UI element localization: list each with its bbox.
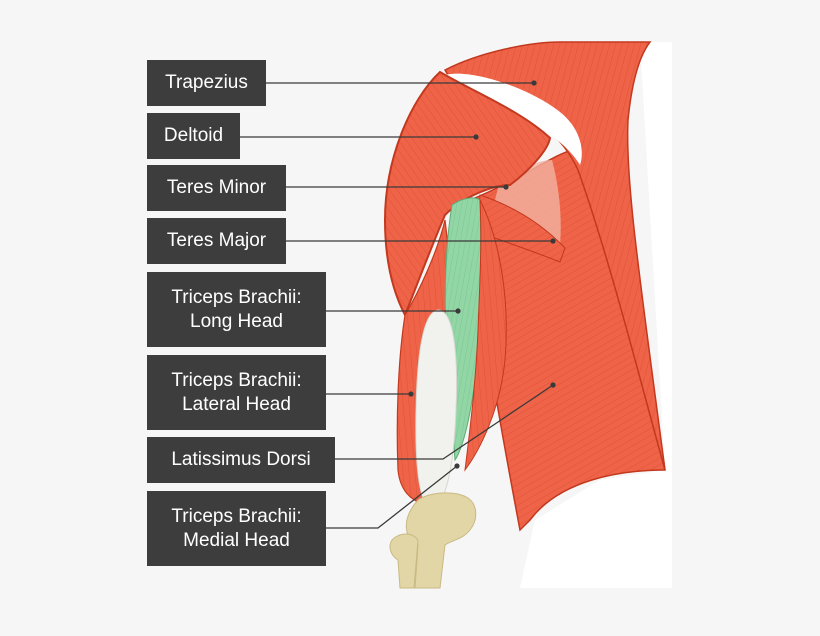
label-teres-major-text: Teres Major xyxy=(166,230,267,251)
label-teres-minor-text: Teres Minor xyxy=(166,177,267,198)
label-triceps-lateral-head-line2: Lateral Head xyxy=(182,393,291,415)
label-triceps-long-head-line2: Long Head xyxy=(190,310,283,332)
label-deltoid: Deltoid xyxy=(147,113,240,159)
leader-triceps-medial-head xyxy=(326,465,458,529)
label-triceps-medial-head: Triceps Brachii: Medial Head xyxy=(147,491,326,566)
label-triceps-lateral-head: Triceps Brachii: Lateral Head xyxy=(147,355,326,430)
label-deltoid-text: Deltoid xyxy=(163,125,224,146)
label-triceps-medial-head-line1: Triceps Brachii: xyxy=(171,505,302,527)
label-latissimus-dorsi-text: Latissimus Dorsi xyxy=(171,449,311,470)
label-teres-minor: Teres Minor xyxy=(147,165,286,211)
label-triceps-long-head-line1: Triceps Brachii: xyxy=(171,286,302,308)
leader-lines xyxy=(240,82,554,529)
deltoid-muscle xyxy=(383,70,552,318)
leader-latissimus-dorsi xyxy=(335,384,554,460)
label-teres-major: Teres Major xyxy=(147,218,286,264)
teres-major-muscle xyxy=(477,194,566,263)
triceps-medial-head-muscle xyxy=(464,199,507,472)
label-triceps-medial-head-line2: Medial Head xyxy=(183,529,290,551)
forearm-bones xyxy=(389,492,477,589)
label-trapezius-text: Trapezius xyxy=(165,72,248,93)
label-triceps-lateral-head-line1: Triceps Brachii: xyxy=(171,369,302,391)
leader-dots xyxy=(408,80,556,469)
label-triceps-long-head: Triceps Brachii: Long Head xyxy=(147,272,326,347)
label-latissimus-dorsi: Latissimus Dorsi xyxy=(147,437,335,483)
back-region xyxy=(520,42,672,588)
label-trapezius: Trapezius xyxy=(147,60,266,106)
